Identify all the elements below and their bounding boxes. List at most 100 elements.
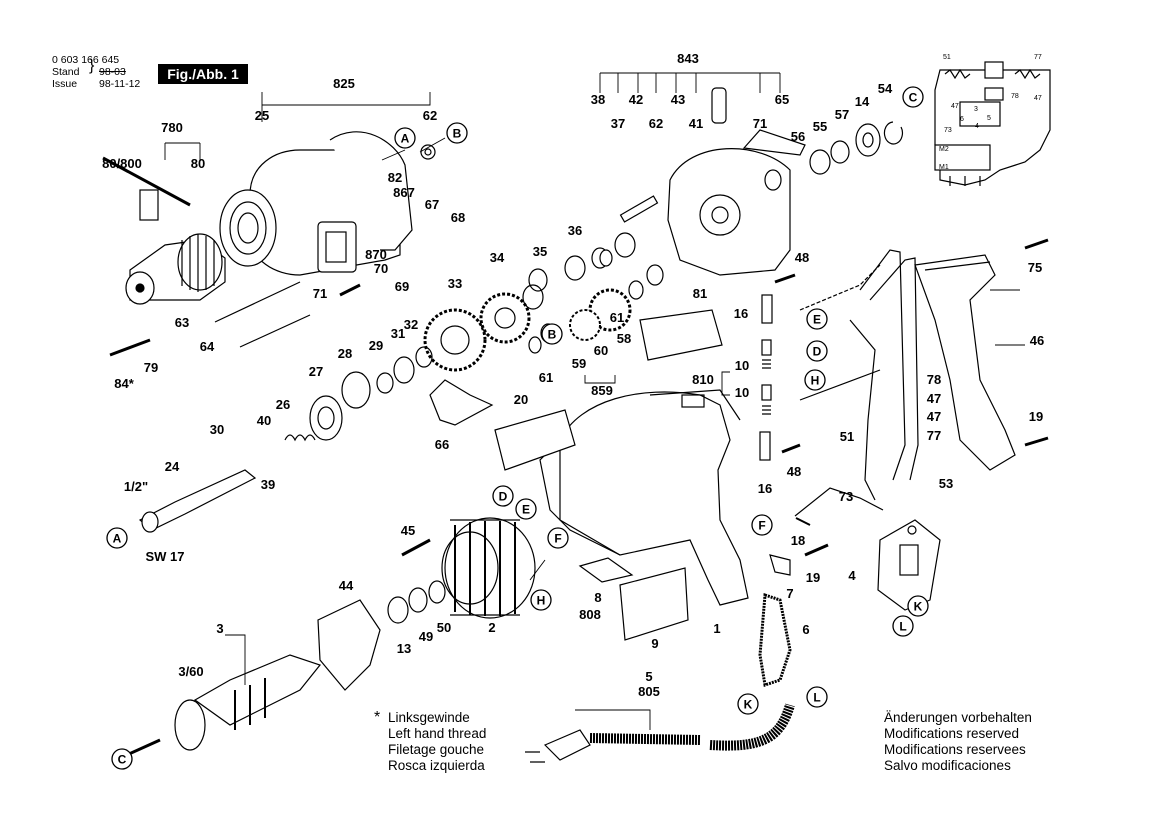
reference-circle-d: D [806,340,828,362]
part-number-label: 57 [835,107,849,122]
gear-housing-part [219,131,436,276]
svg-text:E: E [813,313,821,327]
reference-circle-e: E [515,498,537,520]
part-number-label: 66 [435,437,449,452]
part-number-label: 30 [210,422,224,437]
issue-label: Issue [52,78,78,90]
part-number-label: 73 [839,489,853,504]
part-number-label: 80 [191,156,205,171]
reference-circle-f: F [751,514,773,536]
part-number-label: 843 [677,51,699,66]
part-number-label: 47 [927,409,941,424]
part-number-label: 808 [579,607,601,622]
svg-text:D: D [813,345,822,359]
part-number-label: 43 [671,92,685,107]
part-number-label: 2 [488,620,495,635]
part-number-label: 5 [645,669,652,684]
svg-text:E: E [522,503,530,517]
gear-33-part [423,308,487,372]
wiring-label: 6 [960,116,964,123]
svg-text:D: D [499,490,508,504]
part-number-label: 45 [401,523,415,538]
reference-circle-c: C [111,748,133,770]
wiring-schematic [934,61,1051,186]
asterisk: * [374,709,381,726]
leader-lines [164,72,1025,730]
reference-circle-c: C [902,86,924,108]
part-number-label: 20 [514,392,528,407]
part-number: 0 603 166 645 [52,54,120,66]
part-number-label: 3 [216,621,223,636]
air-guide-44-part [317,599,381,691]
part-number-label: 62 [649,116,663,131]
modifications-note-line: Salvo modificaciones [884,758,1011,773]
part-number-label: 25 [255,108,269,123]
part-number-label: 825 [333,76,355,91]
part-number-label: 19 [806,570,820,585]
modifications-note-line: Änderungen vorbehalten [884,710,1032,725]
part-number-label: 780 [161,120,183,135]
reference-circle-a: A [106,527,128,549]
bearing-stack-part [599,121,904,267]
thread-note-line: Filetage gouche [388,742,485,757]
wiring-label: 47 [951,103,959,110]
reference-circle-l: L [892,615,914,637]
part-number-label: 64 [200,339,215,354]
svg-text:A: A [401,132,410,146]
thread-note-line: Linksgewinde [388,710,470,725]
svg-text:B: B [453,127,462,141]
switch-4-part [877,519,941,611]
part-number-label: 32 [404,317,418,332]
part-number-label: 7 [786,586,793,601]
svg-text:L: L [899,620,906,634]
part-number-label: 28 [338,346,352,361]
part-number-label: 80/800 [102,156,142,171]
part-number-label: 39 [261,477,275,492]
reference-circle-k: K [737,693,759,715]
part-number-label: 42 [629,92,643,107]
stand-label: Stand [52,66,80,78]
brace-symbol: } [89,57,95,74]
part-number-label: 16 [758,481,772,496]
svg-text:H: H [811,374,820,388]
modifications-note-line: Modifications reserved [884,726,1020,741]
part-number-label: 1 [713,621,720,636]
wiring-label: 77 [1034,54,1042,61]
part-number-label: 40 [257,413,271,428]
part-number-label: 67 [425,197,439,212]
part-number-label: 77 [927,428,941,443]
part-number-label: 36 [568,223,582,238]
part-number-label: 48 [787,464,801,479]
label-8-part [578,557,634,583]
part-number-label: 867 [393,185,415,200]
part-number-label: 1/2" [124,479,148,494]
part-number-label: 27 [309,364,323,379]
wiring-label: 4 [975,123,979,130]
part-number-label: 805 [638,684,660,699]
reference-circle-f: F [547,527,569,549]
svg-text:F: F [758,519,765,533]
wiring-label: 5 [987,115,991,122]
part-number-label: 69 [395,279,409,294]
part-number-label: 79 [144,360,158,375]
nameplate-20-part [494,409,576,471]
part-number-label: 41 [689,116,703,131]
part-number-label: 82 [388,170,402,185]
armature-3-part [119,654,322,760]
thread-note: * Linksgewinde Left hand thread Filetage… [374,710,486,774]
reference-circle-h: H [804,369,826,391]
part-number-label: 3/60 [178,664,203,679]
part-number-label: 34 [490,250,505,265]
part-number-label: 31 [391,326,405,341]
wiring-label: M2 [939,146,949,153]
reference-circle-d: D [492,485,514,507]
svg-text:A: A [113,532,122,546]
wiring-label: 3 [974,106,978,113]
part-number-label: 35 [533,244,547,259]
reference-circle-k: K [907,595,929,617]
bearing-13-part [387,596,409,624]
